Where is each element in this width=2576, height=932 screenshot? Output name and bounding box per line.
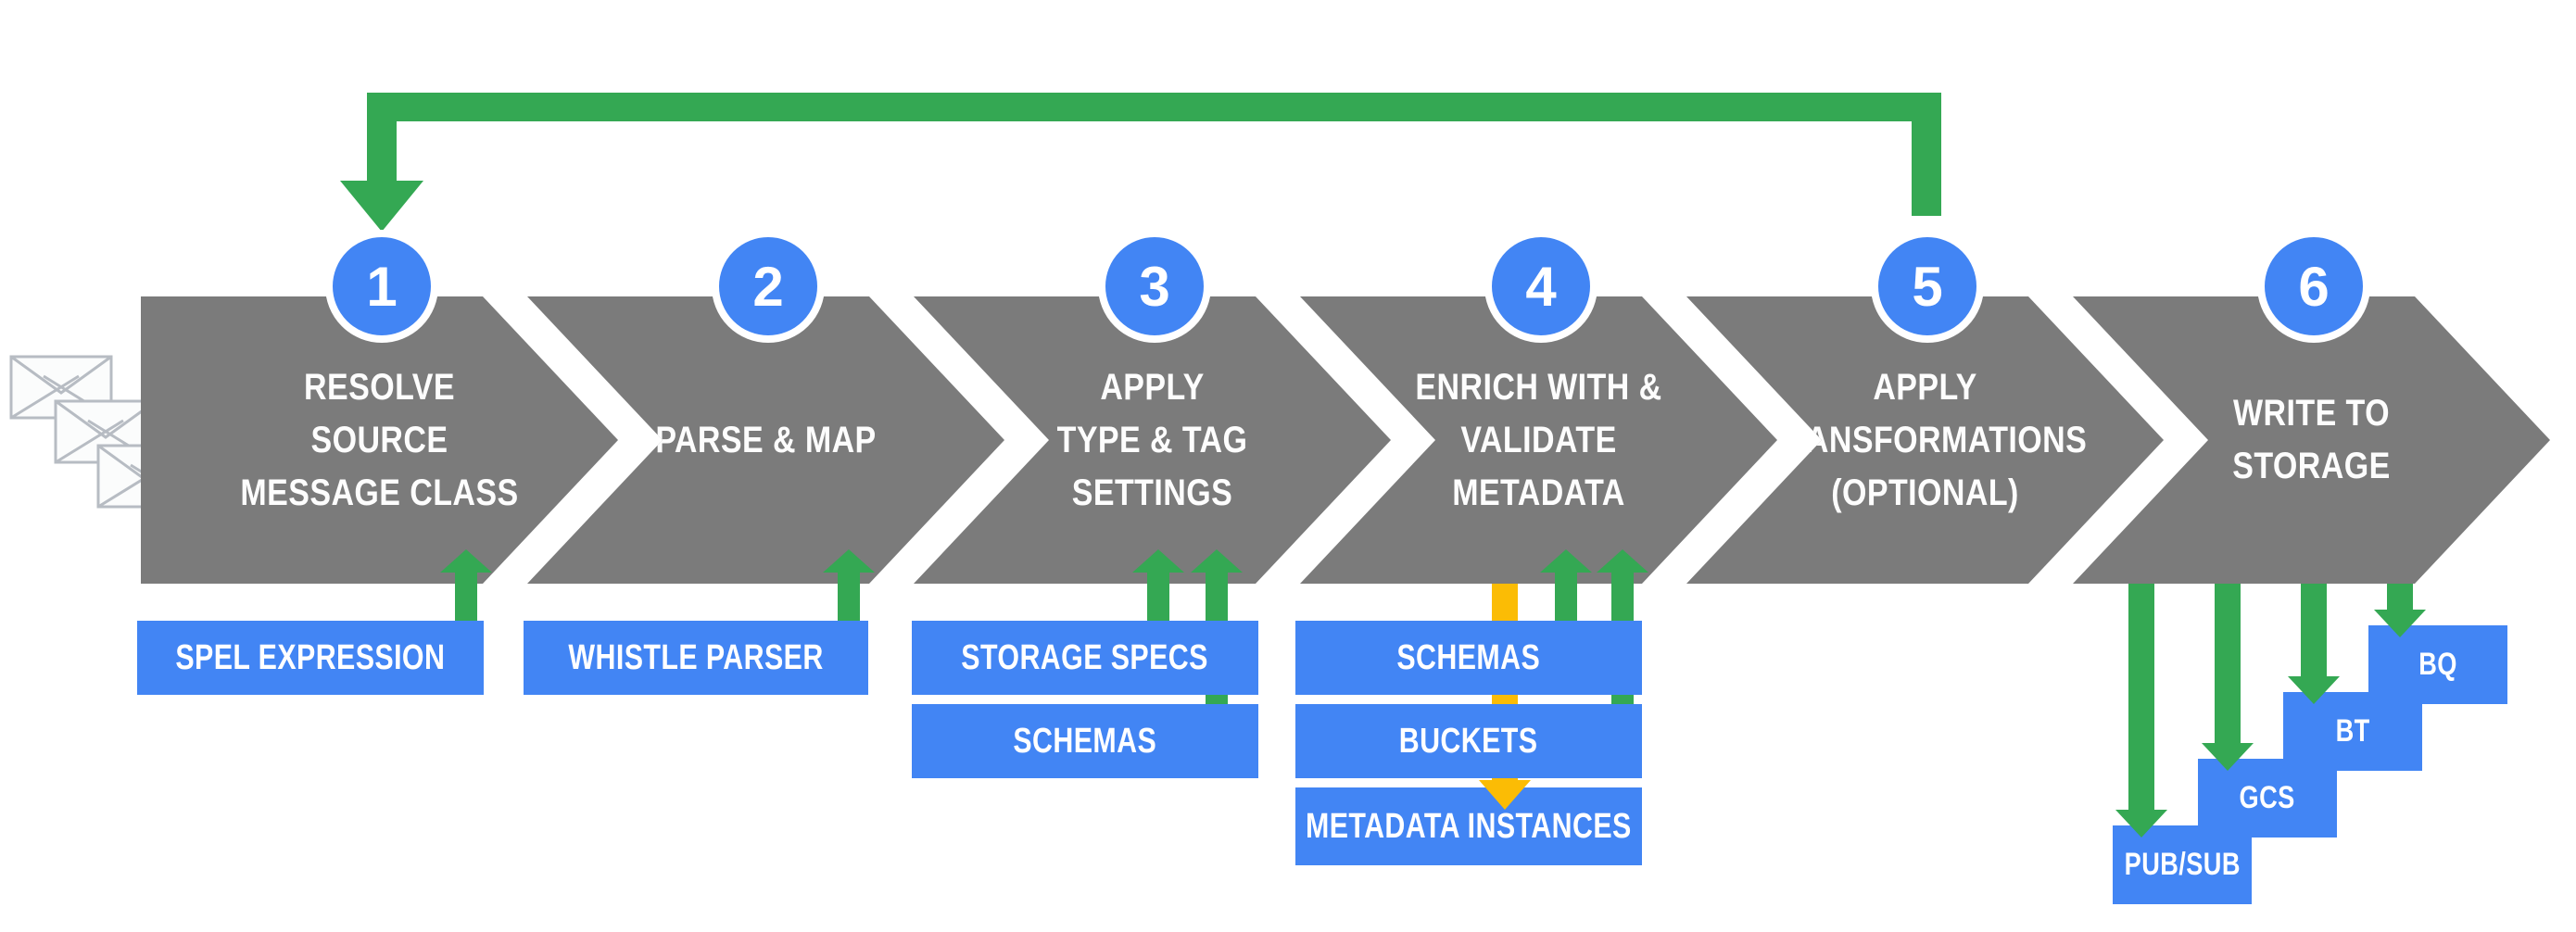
step-title-line: TYPE & TAG [1056,419,1248,460]
step-title-line: STORAGE [2232,446,2391,486]
label-box-storage-specs: STORAGE SPECS [912,621,1258,695]
step-number-badge-6: 6 [2257,230,2370,343]
label-box-spel-expression: SPEL EXPRESSION [137,621,484,695]
label-text: SCHEMAS [1013,721,1157,761]
step-title-line: APPLY [1873,366,1977,408]
step-title: RESOLVE SOURCE MESSAGE CLASS [141,296,618,584]
label-text: STORAGE SPECS [961,637,1209,677]
label-box-metadata-instances: METADATA INSTANCES [1295,787,1642,865]
step-title-line: SOURCE [310,419,448,460]
step-number-badge-5: 5 [1871,230,1984,343]
up-arrow-storage-specs [1132,549,1184,649]
step-title-line: RESOLVE [304,366,455,408]
step-number-badge-2: 2 [712,230,825,343]
down-arrow-bq [2374,584,2426,637]
step-title-line: ENRICH WITH & [1415,366,1662,408]
step-number-badge-1: 1 [325,230,438,343]
label-text: BQ [2418,647,2457,682]
down-arrow-gcs [2202,584,2254,771]
label-box-gcs: GCS [2198,759,2337,838]
label-text: GCS [2239,780,2296,815]
down-arrow-metadata-head [1479,780,1531,810]
step-number: 2 [752,255,784,318]
up-arrow-schemas-step4 [1540,549,1592,649]
step-number: 6 [2298,255,2330,318]
label-box-pubsub: PUB/SUB [2113,825,2252,904]
step-title: ENRICH WITH & VALIDATE METADATA [1300,296,1777,584]
step-title: WRITE TO STORAGE [2073,296,2550,584]
step-number: 5 [1912,255,1943,318]
label-box-bt: BT [2283,692,2422,771]
step-title-line: MESSAGE CLASS [240,472,519,513]
label-text: SPEL EXPRESSION [175,637,446,677]
step-title-line: (OPTIONAL) [1831,472,2019,513]
label-box-buckets: BUCKETS [1295,704,1642,778]
step-title-line: WRITE TO [2233,393,2390,434]
down-arrow-pubsub [2115,584,2167,838]
step-number: 1 [366,255,398,318]
up-arrow-spel-expression [440,549,492,649]
step-title-line: VALIDATE [1460,419,1617,460]
label-text: PUB/SUB [2124,847,2241,882]
label-text: METADATA INSTANCES [1306,806,1632,846]
label-text: WHISTLE PARSER [568,637,824,677]
label-box-whistle-parser: WHISTLE PARSER [524,621,868,695]
step-title: APPLY TYPE & TAG SETTINGS [914,296,1391,584]
down-arrow-bt [2288,584,2340,704]
step-title-line: SETTINGS [1071,472,1233,513]
step-title-line: METADATA [1452,472,1625,513]
up-arrow-whistle-parser [823,549,875,649]
step-number-badge-3: 3 [1098,230,1211,343]
step-title: PARSE & MAP [527,296,1004,584]
step-title: APPLY TRANSFORMATIONS (OPTIONAL) [1686,296,2164,584]
label-text: SCHEMAS [1396,637,1541,677]
label-box-bq: BQ [2368,625,2507,704]
label-text: BUCKETS [1399,721,1538,761]
step-number: 4 [1525,255,1557,318]
step-number: 3 [1139,255,1170,318]
step-number-badge-4: 4 [1484,230,1597,343]
label-text: BT [2335,713,2370,749]
feedback-loop-arrow [340,93,1941,232]
label-box-schemas-step3: SCHEMAS [912,704,1258,778]
label-box-schemas-step4: SCHEMAS [1295,621,1642,695]
step-title-line: PARSE & MAP [655,419,877,460]
step-title-line: APPLY [1100,366,1205,408]
